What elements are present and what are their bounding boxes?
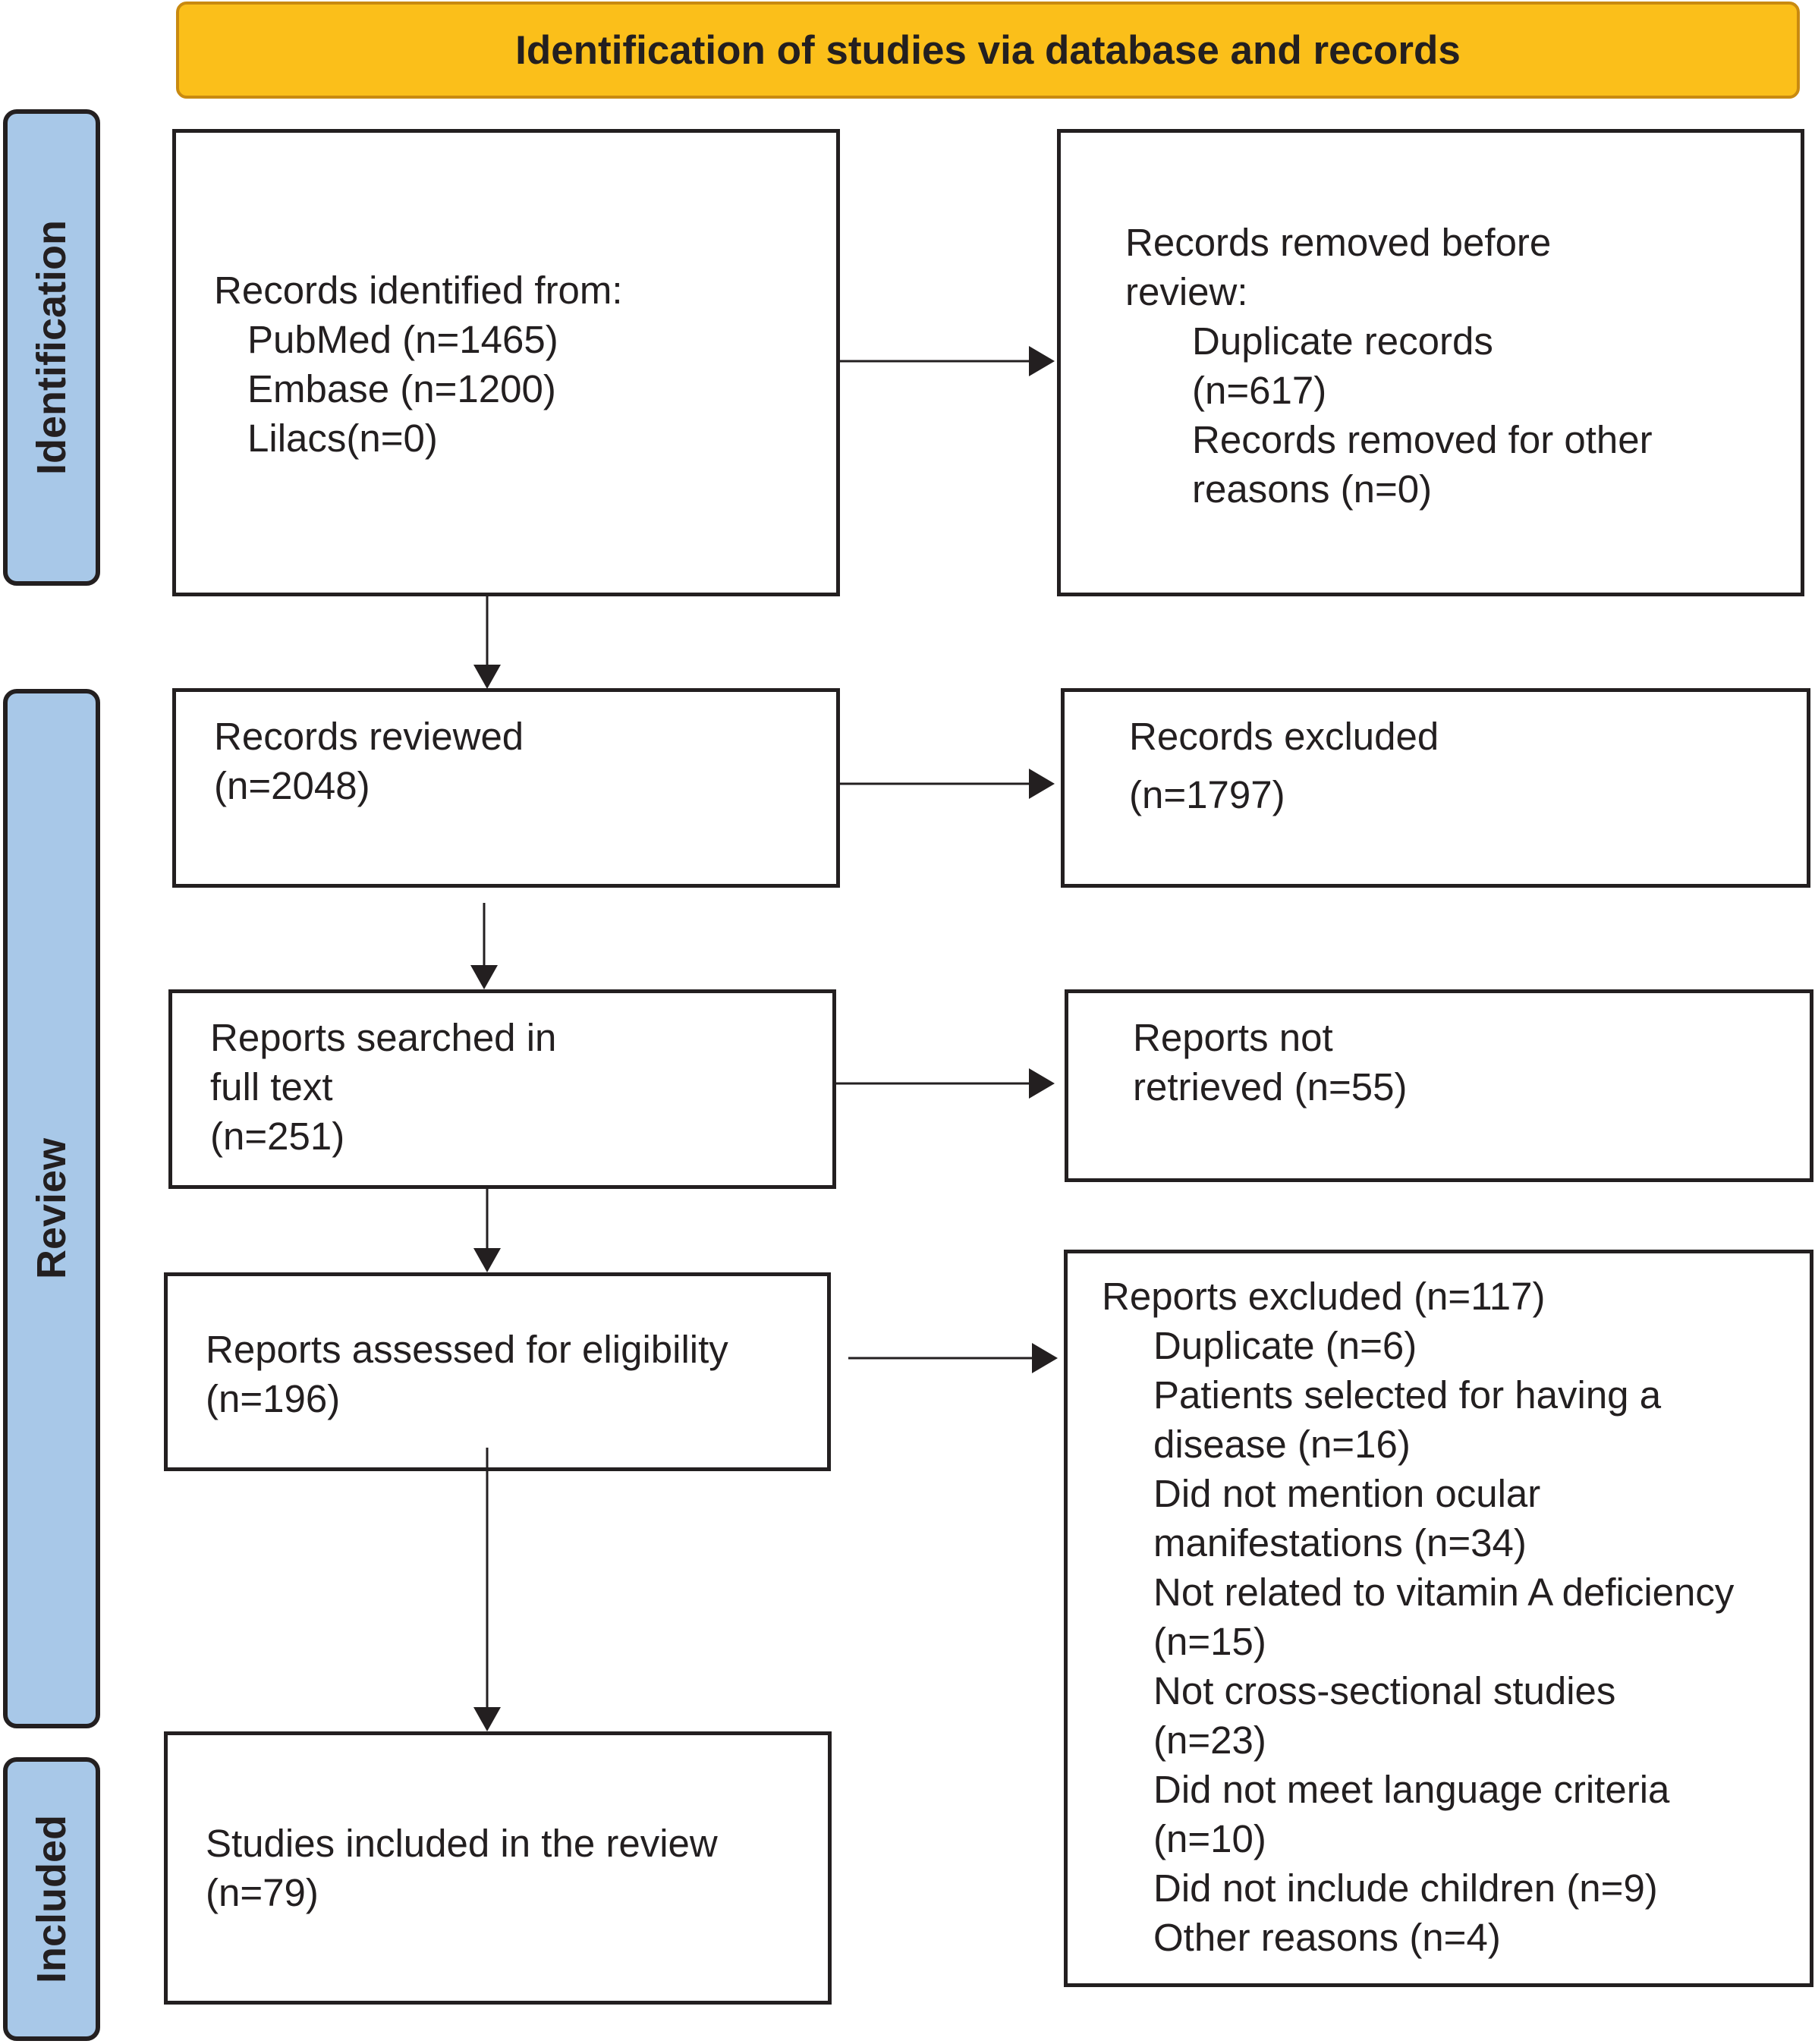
reason-cross-sectional-line-2: (n=23) xyxy=(1153,1719,1266,1762)
records-removed-box: Records removed before review: Duplicate… xyxy=(1057,129,1804,596)
arrowhead-identified-to-removed xyxy=(1029,346,1055,376)
reports-searched-text: Reports searched in full text (n=251) xyxy=(210,1013,556,1161)
arrowhead-identified-to-reviewed xyxy=(473,665,501,689)
records-excluded-title: Records excluded xyxy=(1129,715,1439,758)
reason-ocular-line-1: Did not mention ocular xyxy=(1153,1472,1541,1515)
phase-identification: Identification xyxy=(3,109,100,586)
arrowhead-assessed-to-included xyxy=(473,1707,501,1731)
phase-included: Included xyxy=(3,1757,100,2041)
duplicate-records-count: (n=617) xyxy=(1192,369,1327,412)
studies-included-text: Studies included in the review (n=79) xyxy=(206,1819,718,1917)
reports-assessed-line-2: (n=196) xyxy=(206,1377,341,1420)
records-excluded-text: Records excluded (n=1797) xyxy=(1129,712,1439,819)
arrowhead-assessed-to-excluded xyxy=(1032,1343,1058,1373)
other-reasons-count: reasons (n=0) xyxy=(1192,467,1433,511)
reports-searched-line-2: full text xyxy=(210,1065,333,1108)
reason-other: Other reasons (n=4) xyxy=(1153,1916,1501,1959)
records-identified-title: Records identified from: xyxy=(214,269,623,312)
reports-assessed-box: Reports assessed for eligibility (n=196) xyxy=(164,1272,831,1471)
arrowhead-reviewed-to-searched xyxy=(470,965,498,989)
reason-vitamin-line-2: (n=15) xyxy=(1153,1620,1266,1663)
studies-included-line-2: (n=79) xyxy=(206,1871,319,1914)
reason-children: Did not include children (n=9) xyxy=(1153,1866,1658,1910)
records-removed-line-1: Records removed before xyxy=(1125,221,1552,264)
reports-searched-line-1: Reports searched in xyxy=(210,1016,557,1059)
reports-not-retrieved-line-2: retrieved (n=55) xyxy=(1133,1065,1408,1108)
records-excluded-box: Records excluded (n=1797) xyxy=(1061,688,1810,888)
other-reasons-label: Records removed for other xyxy=(1192,418,1653,461)
phase-review: Review xyxy=(3,689,100,1728)
reports-searched-line-3: (n=251) xyxy=(210,1115,345,1158)
header-title: Identification of studies via database a… xyxy=(515,27,1461,73)
reason-vitamin-line-1: Not related to vitamin A deficiency xyxy=(1153,1571,1735,1614)
source-lilacs: Lilacs(n=0) xyxy=(247,417,438,460)
records-removed-line-2: review: xyxy=(1125,270,1248,313)
reports-excluded-title: Reports excluded (n=117) xyxy=(1102,1275,1546,1318)
reason-disease-line-1: Patients selected for having a xyxy=(1153,1373,1662,1417)
reason-language-line-2: (n=10) xyxy=(1153,1817,1266,1860)
header-banner: Identification of studies via database a… xyxy=(176,2,1800,99)
reason-cross-sectional-line-1: Not cross-sectional studies xyxy=(1153,1669,1616,1712)
reason-ocular-line-2: manifestations (n=34) xyxy=(1153,1521,1527,1564)
reports-excluded-box: Reports excluded (n=117) Duplicate (n=6)… xyxy=(1064,1250,1813,1987)
reason-duplicate: Duplicate (n=6) xyxy=(1153,1324,1417,1367)
source-pubmed: PubMed (n=1465) xyxy=(247,318,558,361)
duplicate-records-label: Duplicate records xyxy=(1192,319,1493,363)
arrowhead-searched-to-not-retrieved xyxy=(1029,1068,1055,1099)
reason-disease-line-2: disease (n=16) xyxy=(1153,1423,1411,1466)
records-identified-text: Records identified from: PubMed (n=1465)… xyxy=(214,266,623,463)
arrowhead-searched-to-assessed xyxy=(473,1248,501,1272)
records-excluded-count: (n=1797) xyxy=(1129,773,1285,816)
records-reviewed-line-2: (n=2048) xyxy=(214,764,370,807)
studies-included-box: Studies included in the review (n=79) xyxy=(164,1731,832,2005)
records-reviewed-line-1: Records reviewed xyxy=(214,715,524,758)
reports-assessed-text: Reports assessed for eligibility (n=196) xyxy=(206,1325,728,1423)
reports-excluded-text: Reports excluded (n=117) Duplicate (n=6)… xyxy=(1102,1272,1734,1962)
reports-not-retrieved-line-1: Reports not xyxy=(1133,1016,1333,1059)
records-reviewed-box: Records reviewed (n=2048) xyxy=(172,688,840,888)
reports-not-retrieved-box: Reports not retrieved (n=55) xyxy=(1065,989,1813,1182)
studies-included-line-1: Studies included in the review xyxy=(206,1822,718,1865)
reason-language-line-1: Did not meet language criteria xyxy=(1153,1768,1670,1811)
records-removed-text: Records removed before review: Duplicate… xyxy=(1125,218,1653,514)
reports-not-retrieved-text: Reports not retrieved (n=55) xyxy=(1133,1013,1407,1112)
records-identified-box: Records identified from: PubMed (n=1465)… xyxy=(172,129,840,596)
source-embase: Embase (n=1200) xyxy=(247,367,556,410)
records-reviewed-text: Records reviewed (n=2048) xyxy=(214,712,524,810)
arrowhead-reviewed-to-excluded xyxy=(1029,769,1055,799)
reports-assessed-line-1: Reports assessed for eligibility xyxy=(206,1328,728,1371)
reports-searched-box: Reports searched in full text (n=251) xyxy=(168,989,836,1189)
